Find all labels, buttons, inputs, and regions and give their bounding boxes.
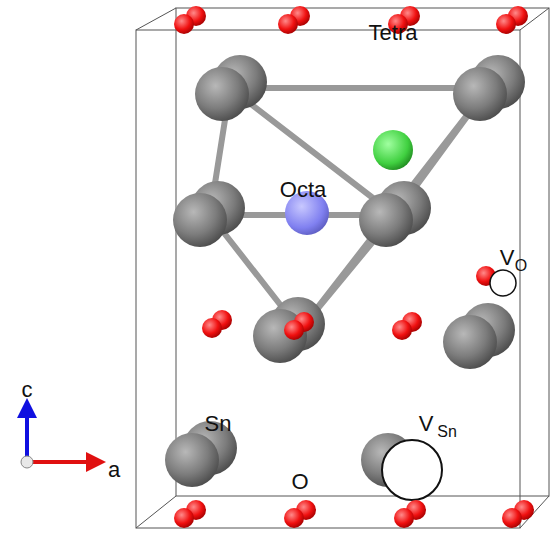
- atom-label: Sn: [205, 413, 232, 435]
- axis-label: a: [108, 459, 120, 481]
- vacancy-label: V: [419, 413, 434, 435]
- site-label: Tetra: [369, 22, 418, 44]
- vacancy-subscript: O: [515, 258, 527, 274]
- vacancy-subscript: Sn: [437, 424, 457, 440]
- axis-label: c: [22, 379, 33, 401]
- vacancy-label: V: [500, 247, 515, 269]
- atom-label: O: [291, 471, 308, 493]
- site-label: Octa: [280, 179, 326, 201]
